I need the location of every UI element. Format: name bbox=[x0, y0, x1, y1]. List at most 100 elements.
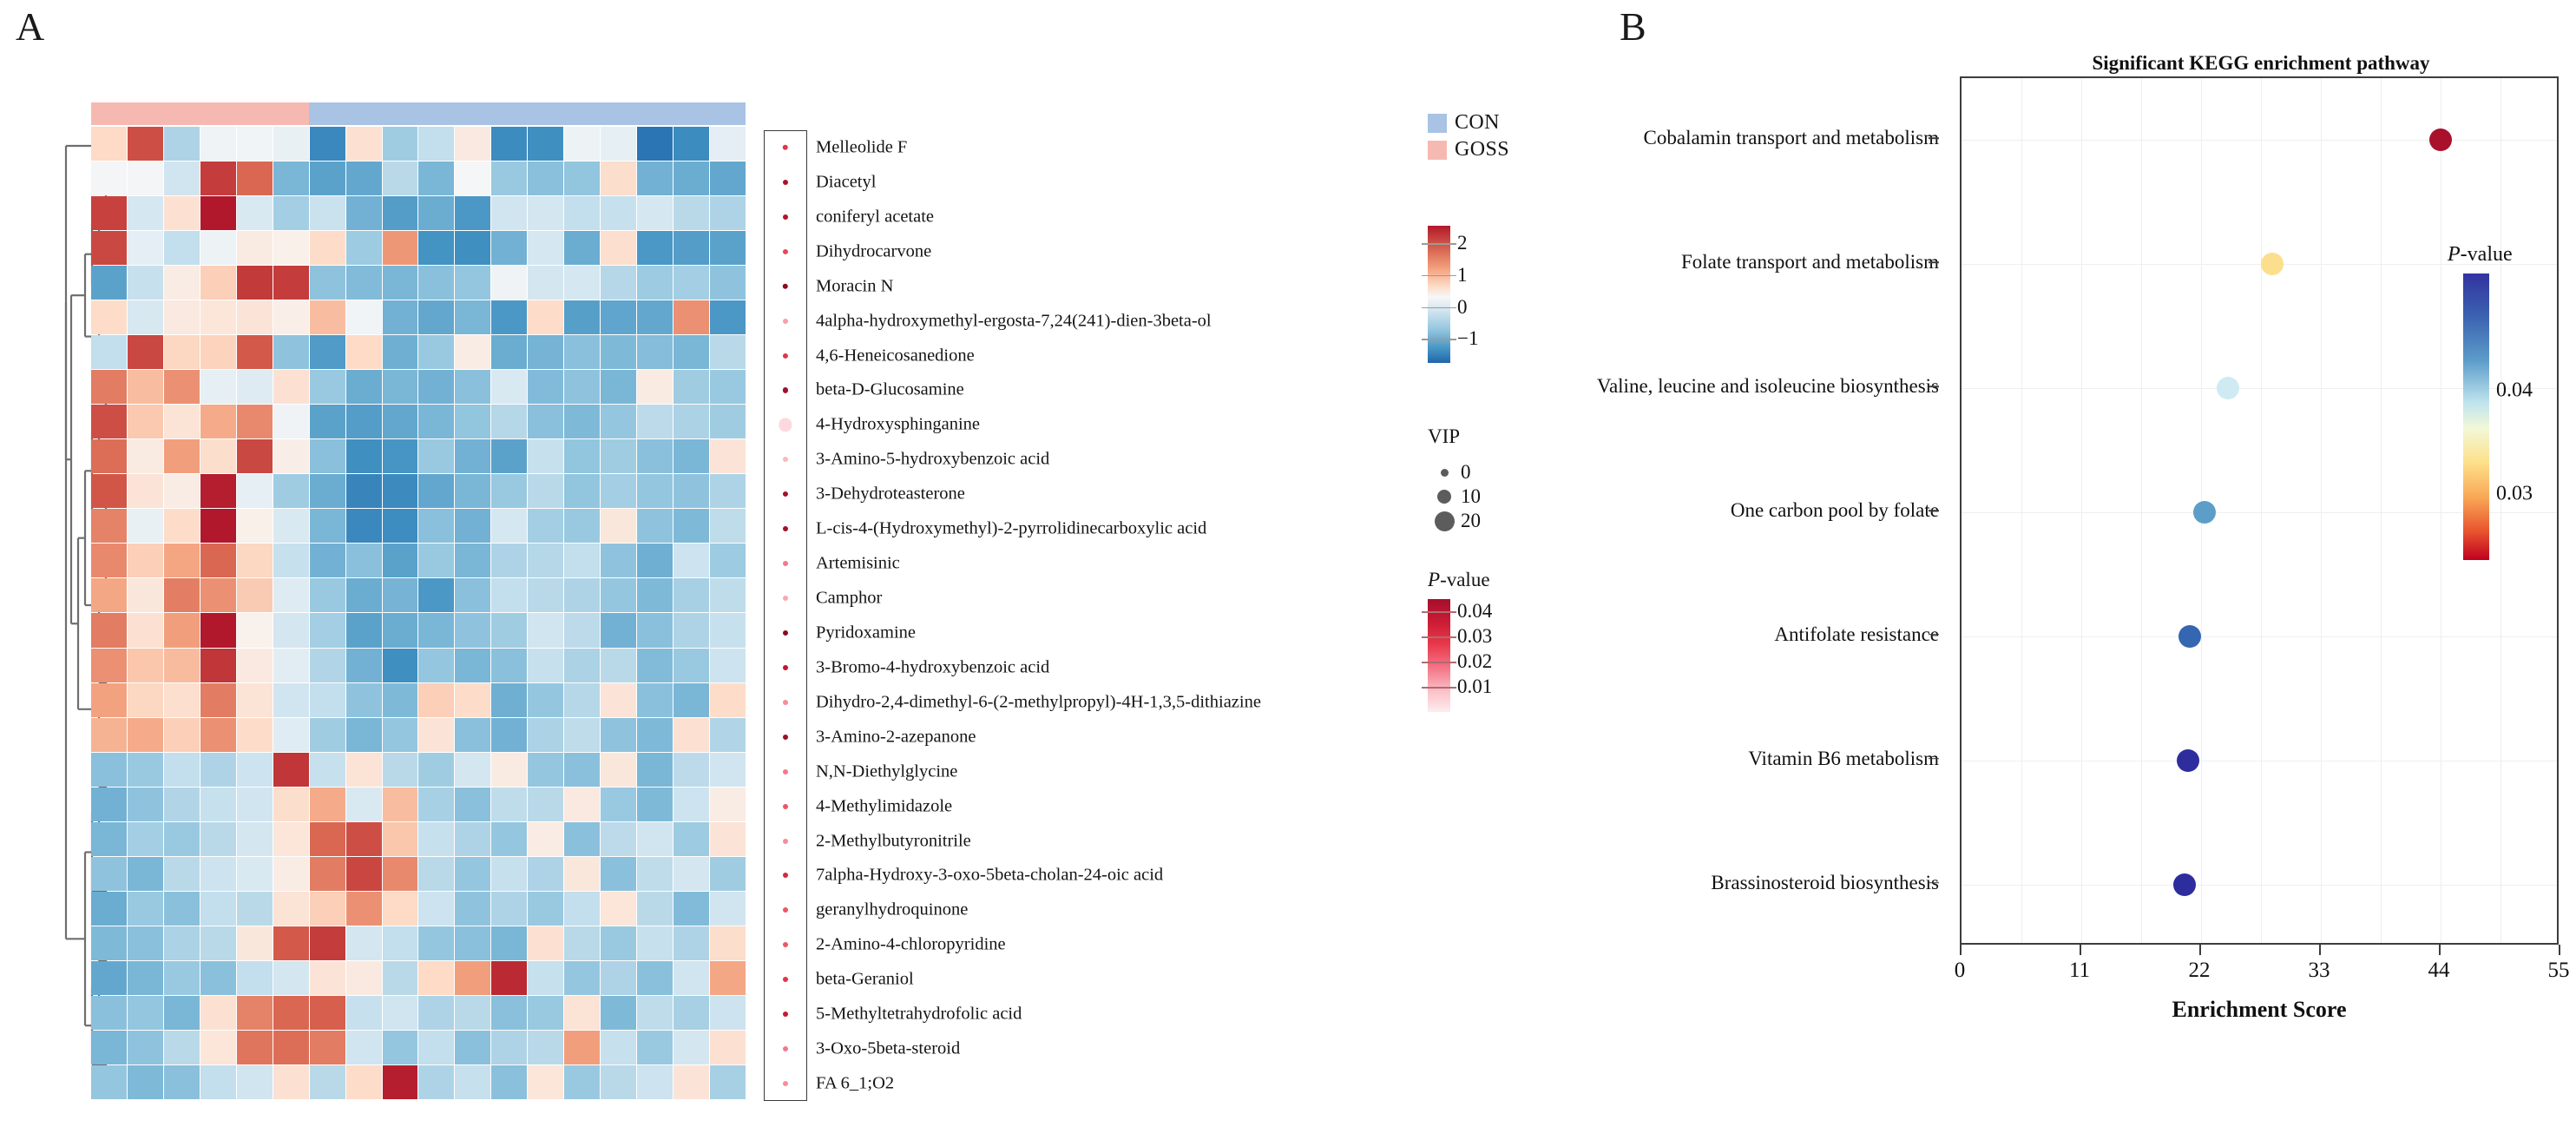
heatmap-cell bbox=[200, 752, 236, 787]
heatmap-cell bbox=[455, 196, 491, 231]
heatmap-cell bbox=[345, 648, 382, 682]
metabolite-label-box bbox=[764, 130, 807, 1101]
heatmap-cell bbox=[710, 926, 746, 960]
vip-dot bbox=[783, 1081, 788, 1087]
heatmap-cell bbox=[674, 821, 710, 856]
heatmap-cell bbox=[345, 891, 382, 926]
metabolite-label: beta-D-Glucosamine bbox=[816, 379, 964, 399]
heatmap-cell bbox=[273, 717, 309, 752]
heatmap-cell bbox=[127, 1064, 163, 1099]
heatmap-cell bbox=[564, 474, 601, 509]
heatmap-cell bbox=[127, 300, 163, 335]
vip-dot bbox=[783, 838, 788, 844]
heatmap-cell bbox=[564, 787, 601, 821]
panel-a-letter: A bbox=[16, 4, 45, 49]
heatmap-cell bbox=[491, 474, 528, 509]
heatmap-cell bbox=[601, 509, 637, 544]
heatmap-cell bbox=[601, 717, 637, 752]
heatmap-cell bbox=[674, 1030, 710, 1064]
vip-dot bbox=[783, 942, 788, 948]
heatmap-grid bbox=[91, 127, 746, 1099]
heatmap-cell bbox=[491, 821, 528, 856]
kegg-point[interactable] bbox=[2176, 748, 2199, 772]
kegg-point[interactable] bbox=[2173, 873, 2197, 896]
vip-dot bbox=[783, 214, 788, 220]
vip-dot-column bbox=[767, 130, 804, 1101]
heatmap-cell bbox=[309, 1030, 345, 1064]
heatmap-cell bbox=[637, 335, 674, 370]
heatmap-cell bbox=[163, 926, 200, 960]
heatmap-cell bbox=[491, 335, 528, 370]
heatmap-cell bbox=[91, 405, 127, 439]
heatmap-cell bbox=[309, 960, 345, 995]
heatmap-cell bbox=[382, 474, 418, 509]
heatmap-cell bbox=[345, 231, 382, 266]
heatmap-cell bbox=[91, 474, 127, 509]
kegg-y-tick bbox=[1929, 386, 1939, 387]
heatmap-cell bbox=[236, 1030, 273, 1064]
kegg-x-tick-label: 11 bbox=[2068, 959, 2091, 982]
kegg-point[interactable] bbox=[2217, 377, 2240, 400]
heatmap-cell bbox=[163, 405, 200, 439]
kegg-y-tick bbox=[1929, 261, 1939, 264]
heatmap-cell bbox=[309, 926, 345, 960]
heatmap-cell bbox=[418, 335, 455, 370]
pvalue-tickmarks-a bbox=[1422, 599, 1456, 712]
heatmap-cell bbox=[601, 856, 637, 891]
heatmap-cell bbox=[382, 648, 418, 682]
heatmap-cell bbox=[236, 370, 273, 405]
heatmap-cell bbox=[382, 439, 418, 474]
heatmap-cell bbox=[200, 648, 236, 682]
heatmap-cell bbox=[418, 648, 455, 682]
heatmap-cell bbox=[491, 509, 528, 544]
kegg-y-tick bbox=[1929, 881, 1939, 884]
con-swatch bbox=[1428, 113, 1447, 133]
pvalue-tickmark-a-3 bbox=[1422, 687, 1456, 689]
kegg-point[interactable] bbox=[2429, 129, 2452, 152]
pvalue-colorbar-b bbox=[2463, 274, 2489, 560]
heatmap-cell bbox=[309, 509, 345, 544]
heatmap-cell bbox=[345, 161, 382, 196]
heatmap-cell bbox=[127, 161, 163, 196]
heatmap-cell bbox=[163, 613, 200, 648]
vertical-gridline bbox=[2321, 78, 2322, 943]
heatmap-cell bbox=[309, 648, 345, 682]
horizontal-gridline bbox=[1962, 140, 2557, 142]
horizontal-gridline bbox=[1962, 512, 2557, 513]
heatmap-cell bbox=[200, 821, 236, 856]
metabolite-label: Artemisinic bbox=[816, 553, 900, 573]
heatmap-cell bbox=[127, 439, 163, 474]
kegg-plot-area bbox=[1960, 76, 2559, 945]
legend-item-con: CON bbox=[1428, 111, 1509, 135]
heatmap-cell bbox=[455, 891, 491, 926]
heatmap-cell bbox=[91, 752, 127, 787]
kegg-point[interactable] bbox=[2178, 624, 2202, 648]
heatmap-cell bbox=[455, 474, 491, 509]
heatmap-cell bbox=[382, 544, 418, 578]
heatmap-cell bbox=[163, 439, 200, 474]
heatmap-cell bbox=[455, 439, 491, 474]
metabolite-label: Moracin N bbox=[816, 276, 894, 296]
heatmap-cell bbox=[564, 335, 601, 370]
heatmap-cell bbox=[637, 717, 674, 752]
kegg-x-tick-label: 55 bbox=[2547, 959, 2570, 982]
heatmap-cell bbox=[345, 405, 382, 439]
heatmap-cell bbox=[345, 335, 382, 370]
heatmap-cell bbox=[710, 821, 746, 856]
heatmap-cell bbox=[273, 960, 309, 995]
heatmap-cell bbox=[127, 266, 163, 300]
kegg-point[interactable] bbox=[2260, 253, 2284, 276]
metabolite-label: L-cis-4-(Hydroxymethyl)-2-pyrrolidinecar… bbox=[816, 518, 1207, 538]
heatmap-cell bbox=[273, 544, 309, 578]
heatmap-cell bbox=[418, 405, 455, 439]
heatmap-cell bbox=[91, 648, 127, 682]
heatmap-cell bbox=[455, 821, 491, 856]
heatmap-cell bbox=[564, 752, 601, 787]
kegg-point[interactable] bbox=[2192, 501, 2216, 524]
heatmap-cell bbox=[637, 1030, 674, 1064]
heatmap-cell bbox=[637, 926, 674, 960]
heatmap-cell bbox=[637, 439, 674, 474]
heatmap-cell bbox=[418, 682, 455, 717]
heatmap-cell bbox=[564, 1030, 601, 1064]
kegg-x-tick-label: 33 bbox=[2308, 959, 2330, 982]
